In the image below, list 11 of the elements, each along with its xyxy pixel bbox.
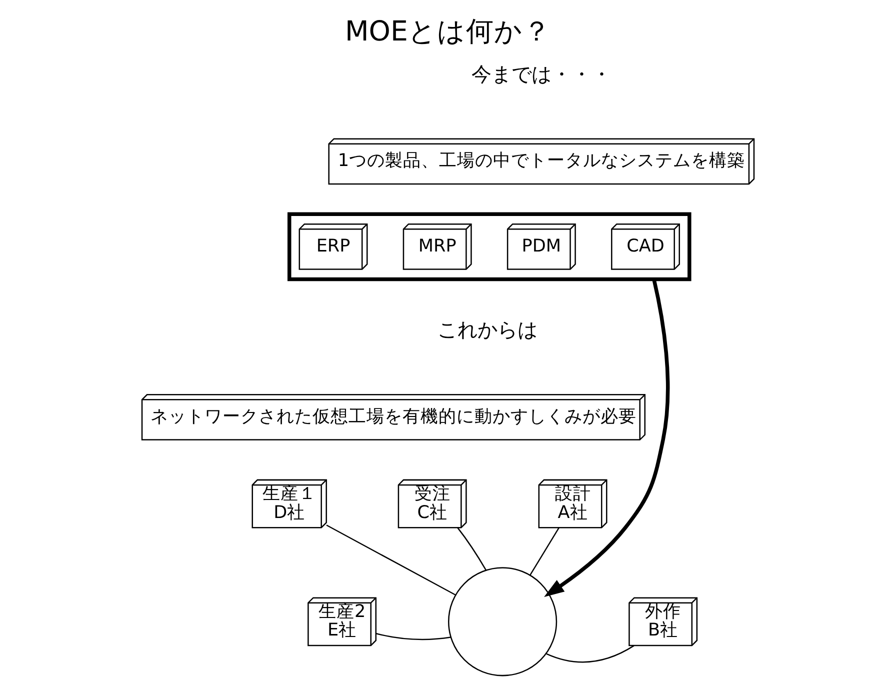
connector <box>456 527 486 570</box>
cluster <box>286 212 691 282</box>
arrow <box>544 278 670 597</box>
connector <box>529 527 559 576</box>
label: 今までは・・・ <box>470 62 611 86</box>
connector <box>375 632 450 640</box>
node-circle <box>448 567 557 676</box>
connector <box>546 645 634 663</box>
connector <box>326 524 456 596</box>
label: これからは <box>437 318 537 342</box>
diagram-title: MOEとは何か？ <box>344 14 550 48</box>
